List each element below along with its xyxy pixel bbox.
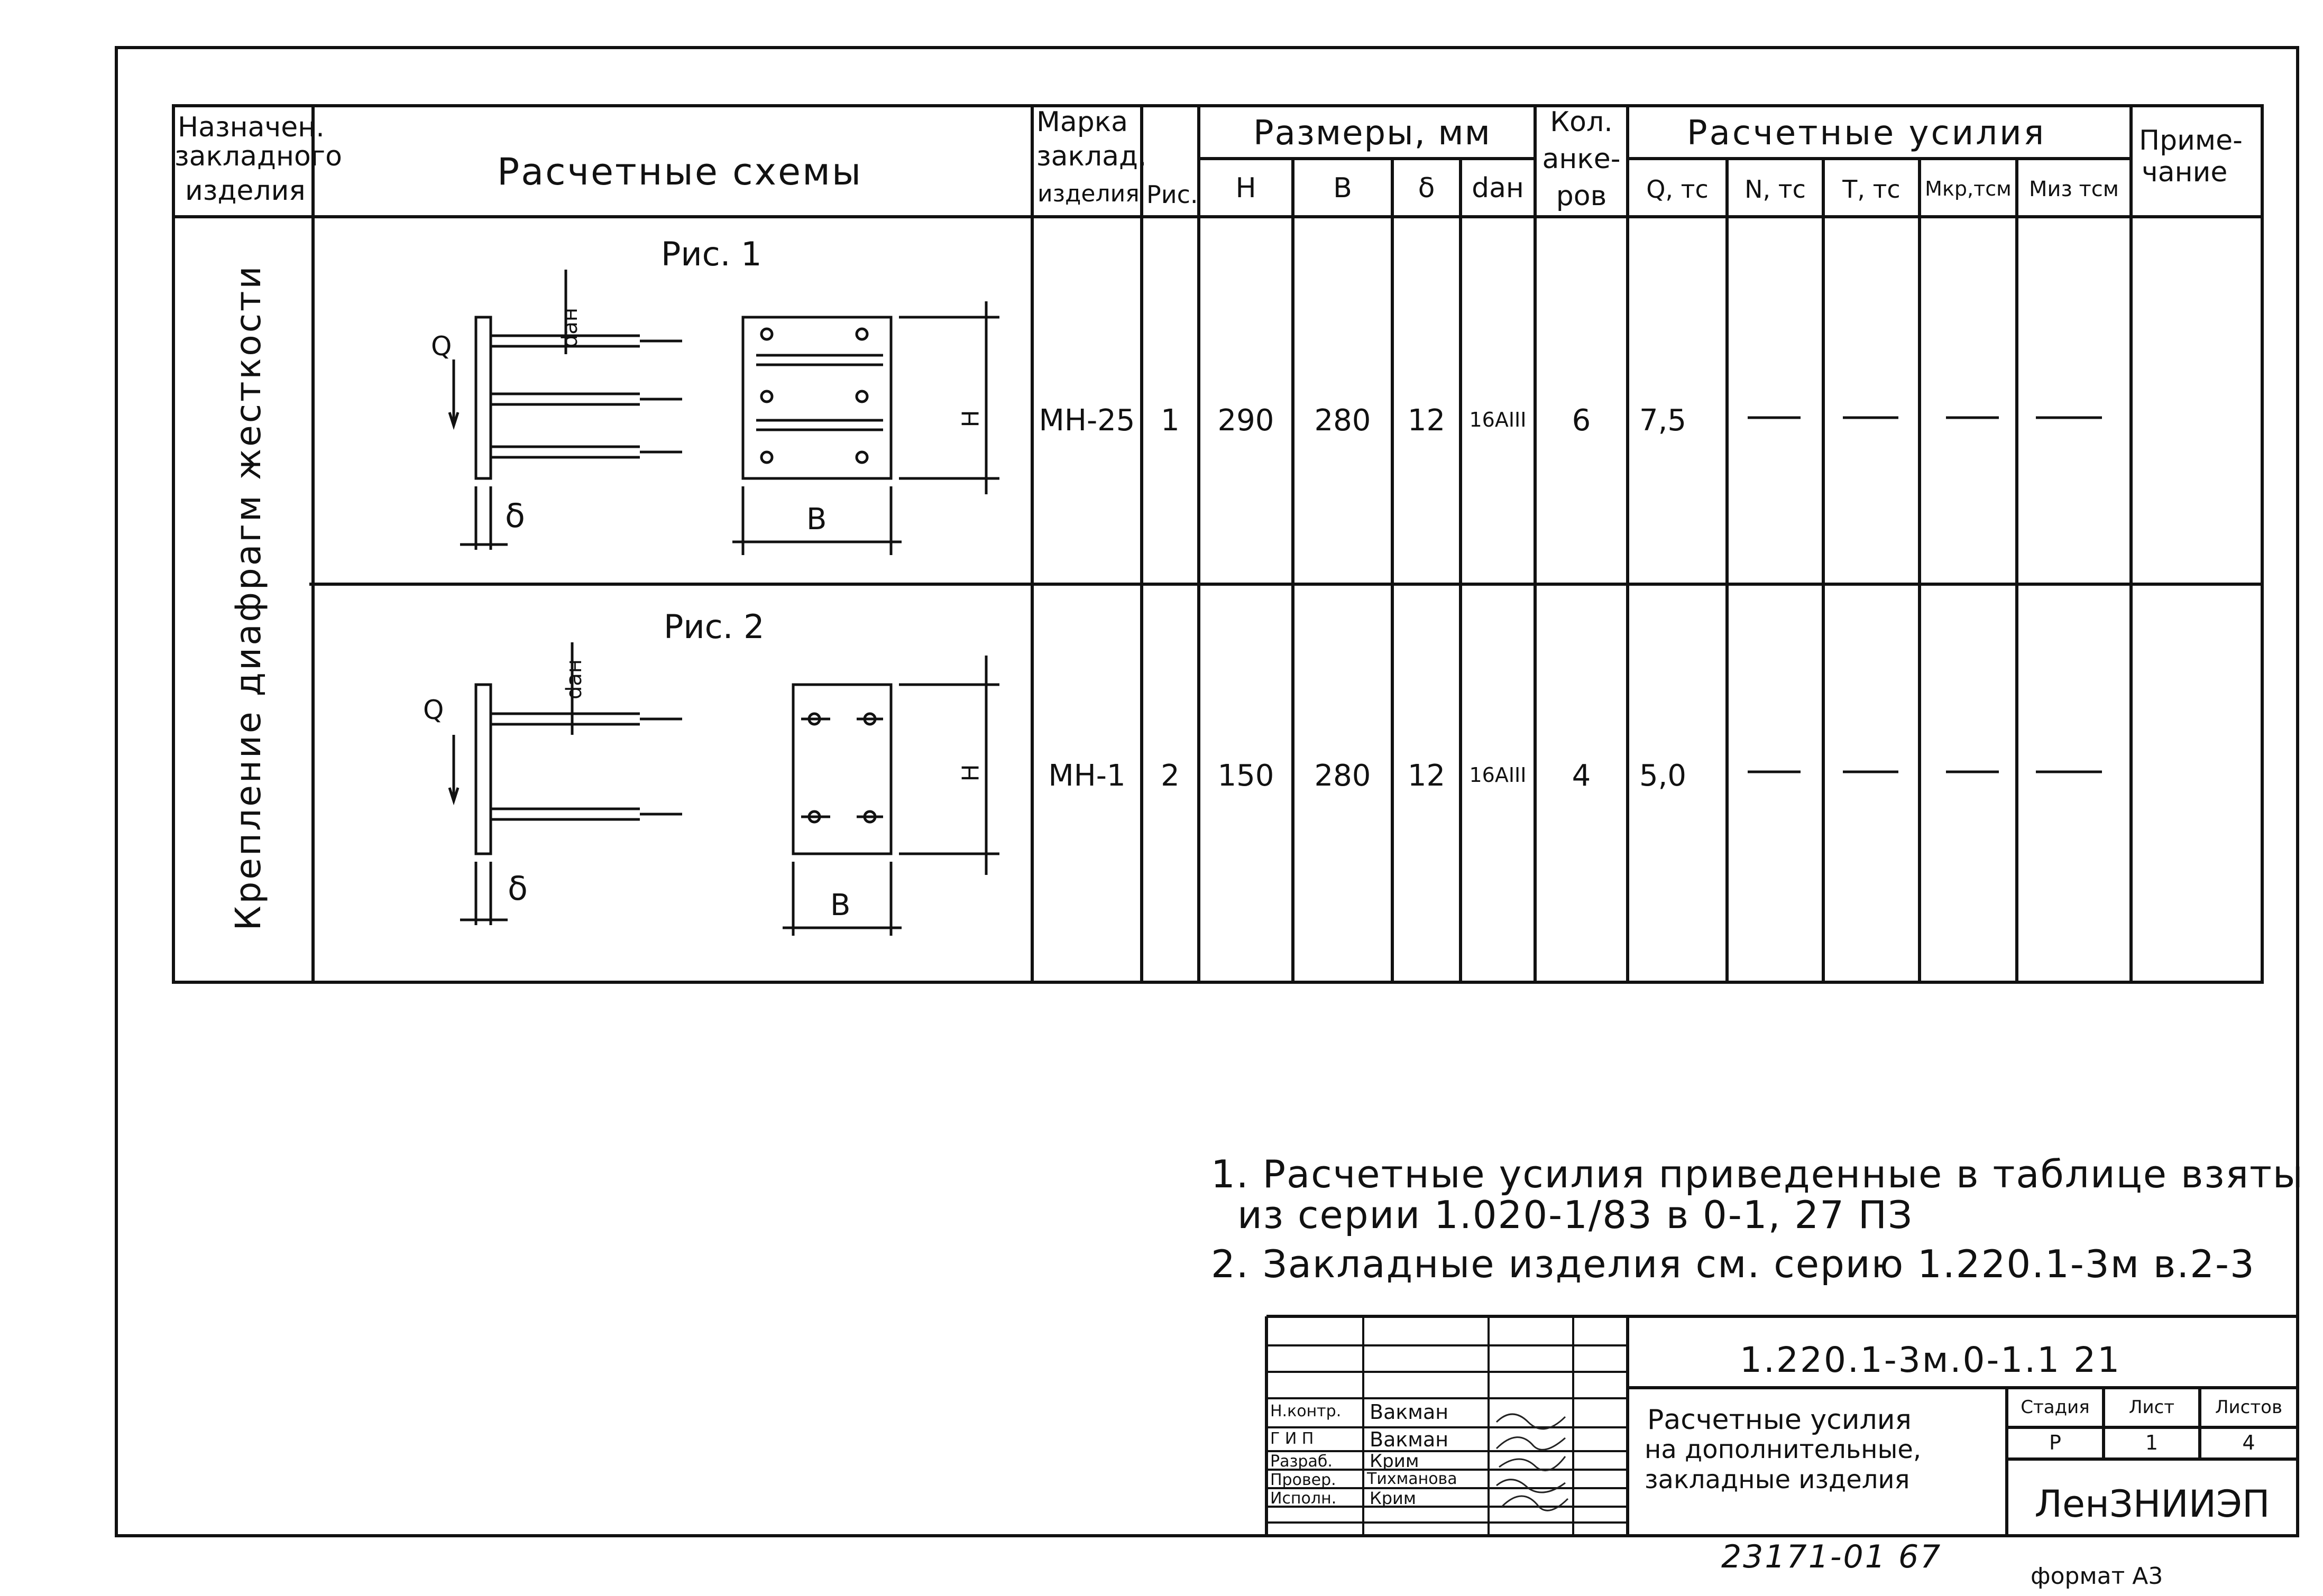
sizes-header: Размеры, мм: [1253, 114, 1491, 153]
sketch-2-delta-label: δ: [508, 869, 528, 908]
sheet-title-1: Расчетные усилия: [1647, 1404, 1912, 1436]
sketch-1-side: [448, 270, 682, 550]
fig-2-title: Рис. 2: [664, 607, 765, 646]
size-delta-header: δ: [1418, 172, 1435, 204]
sketch-1-b-label: B: [806, 502, 827, 537]
anchors-header-1: Кол.: [1550, 106, 1613, 138]
note-header-1: Приме-: [2139, 125, 2243, 156]
sheet-label: Лист: [2128, 1397, 2175, 1418]
archive-number: 23171-01 67: [1721, 1538, 1942, 1575]
row-2-mark: МН-1: [1048, 759, 1126, 793]
sketch-2-b-label: B: [830, 888, 851, 922]
format-label: формат А3: [2031, 1563, 2163, 1590]
note-1-line-1: 1. Расчетные усилия приведенные в таблиц…: [1211, 1152, 2304, 1196]
role-nkontr: Н.контр.: [1270, 1402, 1342, 1420]
force-q-header: Q, тс: [1646, 175, 1709, 204]
sketch-2-plate: [783, 656, 999, 936]
sheets-value: 4: [2242, 1431, 2255, 1454]
fig-1-title: Рис. 1: [661, 235, 762, 273]
size-b-header: B: [1333, 172, 1352, 204]
name-nkontr: Вакман: [1370, 1400, 1449, 1424]
name-gip: Вакман: [1370, 1428, 1449, 1451]
row-2-b: 280: [1314, 759, 1371, 793]
row-2-anchors: 4: [1572, 759, 1591, 793]
sketch-2-h-label: H: [957, 764, 985, 782]
role-ispoln: Исполн.: [1270, 1489, 1337, 1508]
force-miz-header: Mиз тсм: [2029, 177, 2119, 201]
sheet-title-2: на дополнительные,: [1645, 1435, 1922, 1464]
anchors-header-3: ров: [1556, 180, 1607, 212]
row-1-anchors: 6: [1572, 403, 1591, 438]
signatures: [1495, 1413, 1569, 1511]
document-code: 1.220.1-3м.0-1.1 21: [1740, 1340, 2122, 1380]
row-1-fig: 1: [1161, 403, 1180, 438]
sketch-1-d-label: dан: [558, 307, 583, 348]
role-prover: Провер.: [1270, 1471, 1336, 1489]
sketch-1-plate: [732, 301, 999, 555]
fig-header: Рис.: [1146, 180, 1198, 209]
name-ispoln: Крим: [1370, 1488, 1416, 1508]
schemes-header: Расчетные схемы: [497, 150, 863, 193]
row-2-q: 5,0: [1639, 759, 1687, 793]
stage-label: Стадия: [2021, 1397, 2090, 1418]
mark-header-2: заклад.: [1036, 141, 1147, 172]
row-2-d: 16AIII: [1469, 763, 1527, 787]
row-2-delta: 12: [1407, 759, 1446, 793]
role-gip: Г И П: [1270, 1429, 1314, 1448]
sheet-value: 1: [2145, 1431, 2159, 1454]
row-1-h: 290: [1217, 403, 1274, 438]
name-razrab: Крим: [1370, 1451, 1419, 1472]
row-1-mark: МН-25: [1039, 403, 1135, 438]
role-razrab: Разраб.: [1270, 1452, 1333, 1471]
force-n-header: N, тс: [1744, 175, 1806, 204]
sketch-2-q-label: Q: [423, 695, 444, 725]
row-1-d: 16AIII: [1469, 408, 1527, 431]
purpose-header-1: Назначен.: [178, 112, 325, 143]
sketch-1-q-label: Q: [431, 331, 452, 362]
note-1-line-2: из серии 1.020-1/83 в 0-1, 27 ПЗ: [1237, 1193, 1914, 1237]
sketch-1-delta-label: δ: [505, 496, 525, 535]
purpose-text: Крепление диафрагм жесткости: [228, 264, 269, 931]
stage-value: Р: [2049, 1431, 2061, 1454]
mark-header-3: изделия: [1037, 180, 1140, 207]
name-prover: Тихманова: [1367, 1470, 1457, 1488]
row-1-delta: 12: [1407, 403, 1446, 438]
size-d-header: dан: [1472, 172, 1524, 204]
force-mkr-header: Mкр,тсм: [1925, 177, 2012, 200]
sketch-1-h-label: H: [957, 410, 985, 428]
anchors-header-2: анке-: [1542, 143, 1621, 175]
note-header-2: чание: [2142, 156, 2228, 188]
sheet-title-3: закладные изделия: [1645, 1465, 1910, 1494]
purpose-header-2: закладного: [175, 141, 342, 172]
row-1-b: 280: [1314, 403, 1371, 438]
sketch-2-side: [448, 642, 682, 925]
force-t-header: T, тс: [1842, 175, 1900, 204]
row-1-q: 7,5: [1639, 403, 1687, 438]
row-2-fig: 2: [1161, 759, 1180, 793]
row-2-h: 150: [1217, 759, 1274, 793]
purpose-header-3: изделия: [185, 175, 306, 207]
mark-header-1: Марка: [1036, 106, 1128, 138]
size-h-header: H: [1235, 172, 1256, 204]
sketch-2-d-label: dан: [562, 659, 587, 700]
forces-header: Расчетные усилия: [1687, 114, 2046, 153]
sheets-label: Листов: [2215, 1397, 2282, 1418]
organization: ЛенЗНИИЭП: [2034, 1482, 2270, 1526]
note-2: 2. Закладные изделия см. серию 1.220.1-3…: [1211, 1242, 2255, 1286]
